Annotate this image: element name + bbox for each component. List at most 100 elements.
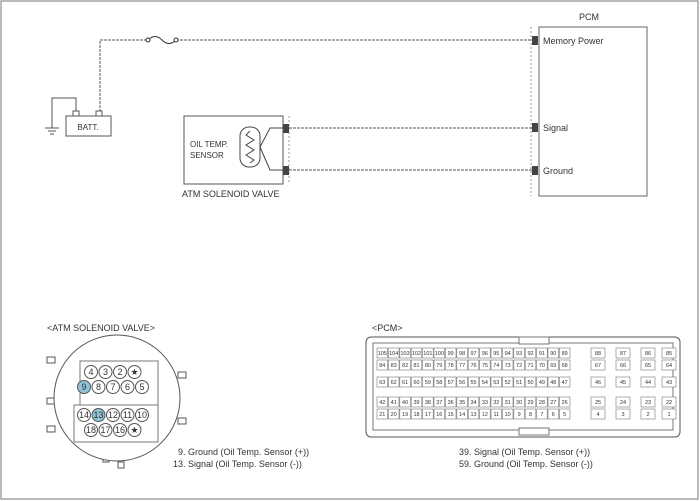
pcm-pin-label: 68 xyxy=(562,363,568,369)
pcm-pin-label: 45 xyxy=(620,380,626,386)
pcm-pin-71 xyxy=(524,359,537,371)
atm-pin-label: 5 xyxy=(139,382,144,392)
pcm-pin-47 xyxy=(559,376,571,388)
atm-pin-label: 16 xyxy=(115,425,125,435)
pcm-pin-label: 52 xyxy=(505,380,511,386)
pcm-terminal-ground: Ground xyxy=(543,166,573,176)
pcm-pin-97 xyxy=(467,347,480,359)
pcm-pin-label: 15 xyxy=(448,412,454,418)
pcm-pin-5 xyxy=(559,408,571,420)
pcm-pin-60 xyxy=(410,376,423,388)
pcm-pin-label: 67 xyxy=(595,363,601,369)
battery-label: BATT. xyxy=(77,123,98,132)
pcm-pin-16 xyxy=(433,408,445,420)
pcm-pin-label: 54 xyxy=(482,380,488,386)
pcm-pin-label: 78 xyxy=(448,363,454,369)
pcm-pin-56 xyxy=(456,376,468,388)
pcm-pin-23 xyxy=(640,396,656,408)
pcm-pin-35 xyxy=(456,396,468,408)
pcm-pin-label: 49 xyxy=(539,380,545,386)
pcm-pin-label: 69 xyxy=(550,363,556,369)
pcm-pin-73 xyxy=(502,359,514,371)
pcm-pin-label: 39 xyxy=(413,400,419,406)
pcm-pin-49 xyxy=(536,376,548,388)
atm-pin-17 xyxy=(98,423,113,437)
pcm-pin-label: 65 xyxy=(645,363,651,369)
pcm-pin-label: 33 xyxy=(482,400,488,406)
atm-pin-label: ★ xyxy=(130,425,138,435)
pcm-pin-58 xyxy=(433,376,445,388)
pcm-connector-title: <PCM> xyxy=(372,323,403,333)
pcm-pin-label: 47 xyxy=(562,380,568,386)
pcm-pin-label: 93 xyxy=(516,351,522,357)
atm-pin-label: 8 xyxy=(96,382,101,392)
pcm-pin-87 xyxy=(615,347,631,359)
pcm-pin-label: 60 xyxy=(413,380,419,386)
pcm-pin-36 xyxy=(445,396,457,408)
pcm-pin-label: 41 xyxy=(391,400,397,406)
atm-pin-label: 9 xyxy=(81,382,86,392)
pcm-pin-label: 27 xyxy=(550,400,556,406)
atm-pin-18 xyxy=(84,423,98,437)
atm-pin-14 xyxy=(77,408,91,422)
pcm-pin-27 xyxy=(547,396,559,408)
pcm-pin-80 xyxy=(422,359,434,371)
pcm-pin-label: 85 xyxy=(666,351,672,357)
pcm-pin-label: 84 xyxy=(379,363,385,369)
valve-terminal-pin xyxy=(283,166,289,175)
atm-pin-label: 14 xyxy=(79,410,89,420)
pcm-pin-55 xyxy=(467,376,480,388)
pcm-pin-label: 50 xyxy=(527,380,533,386)
sensor-label-line2: SENSOR xyxy=(190,151,224,160)
pcm-pin-label: 38 xyxy=(425,400,431,406)
pcm-pin-78 xyxy=(445,359,457,371)
pcm-pin-96 xyxy=(479,347,491,359)
pcm-pin-label: 59 xyxy=(425,380,431,386)
pcm-pin-24 xyxy=(615,396,631,408)
pcm-pin-label: 21 xyxy=(379,412,385,418)
pcm-pin-67 xyxy=(590,359,606,371)
pcm-pin-7 xyxy=(536,408,548,420)
pcm-pin-label: 8 xyxy=(529,412,532,418)
pcm-pin-10 xyxy=(502,408,514,420)
pcm-pin-label: 73 xyxy=(505,363,511,369)
pcm-pin-70 xyxy=(536,359,548,371)
pcm-pin-95 xyxy=(490,347,502,359)
pcm-pin-label: 10 xyxy=(505,412,511,418)
pcm-pin-label: 31 xyxy=(505,400,511,406)
pcm-pin-label: 92 xyxy=(527,351,533,357)
pcm-pin-41 xyxy=(388,396,400,408)
pcm-pin-8 xyxy=(524,408,537,420)
atm-pin-9 xyxy=(77,380,91,394)
pcm-pin-label: 80 xyxy=(425,363,431,369)
pcm-pin-label: 2 xyxy=(646,412,649,418)
pcm-pin-label: 62 xyxy=(391,380,397,386)
pcm-pin-29 xyxy=(524,396,537,408)
atm-pin-label: 6 xyxy=(125,382,130,392)
pcm-pin-label: 46 xyxy=(595,380,601,386)
pcm-pin-label: 100 xyxy=(435,351,444,357)
pcm-pin-32 xyxy=(490,396,502,408)
pcm-pin-label: 55 xyxy=(470,380,476,386)
pcm-terminal-signal: Signal xyxy=(543,123,568,133)
pcm-pin-84 xyxy=(376,359,388,371)
pcm-pin-label: 71 xyxy=(527,363,533,369)
pcm-pin-30 xyxy=(513,396,525,408)
pcm-pin-3 xyxy=(615,408,631,420)
atm-pin-label: 17 xyxy=(100,425,110,435)
pcm-pin-label: 103 xyxy=(401,351,410,357)
atm-note-2: 13. Signal (Oil Temp. Sensor (-)) xyxy=(173,459,302,469)
valve-label: ATM SOLENOID VALVE xyxy=(182,189,280,199)
pcm-pin-17 xyxy=(422,408,434,420)
pcm-pin-label: 102 xyxy=(412,351,421,357)
pcm-pin-label: 9 xyxy=(518,412,521,418)
atm-pin-11 xyxy=(120,408,135,422)
pcm-terminal-pin xyxy=(532,36,538,45)
pcm-pin-label: 72 xyxy=(516,363,522,369)
pcm-pin-21 xyxy=(376,408,388,420)
pcm-pin-label: 53 xyxy=(493,380,499,386)
atm-pin-label: 11 xyxy=(123,410,132,420)
pcm-pin-label: 75 xyxy=(482,363,488,369)
pcm-pin-102 xyxy=(410,347,423,359)
